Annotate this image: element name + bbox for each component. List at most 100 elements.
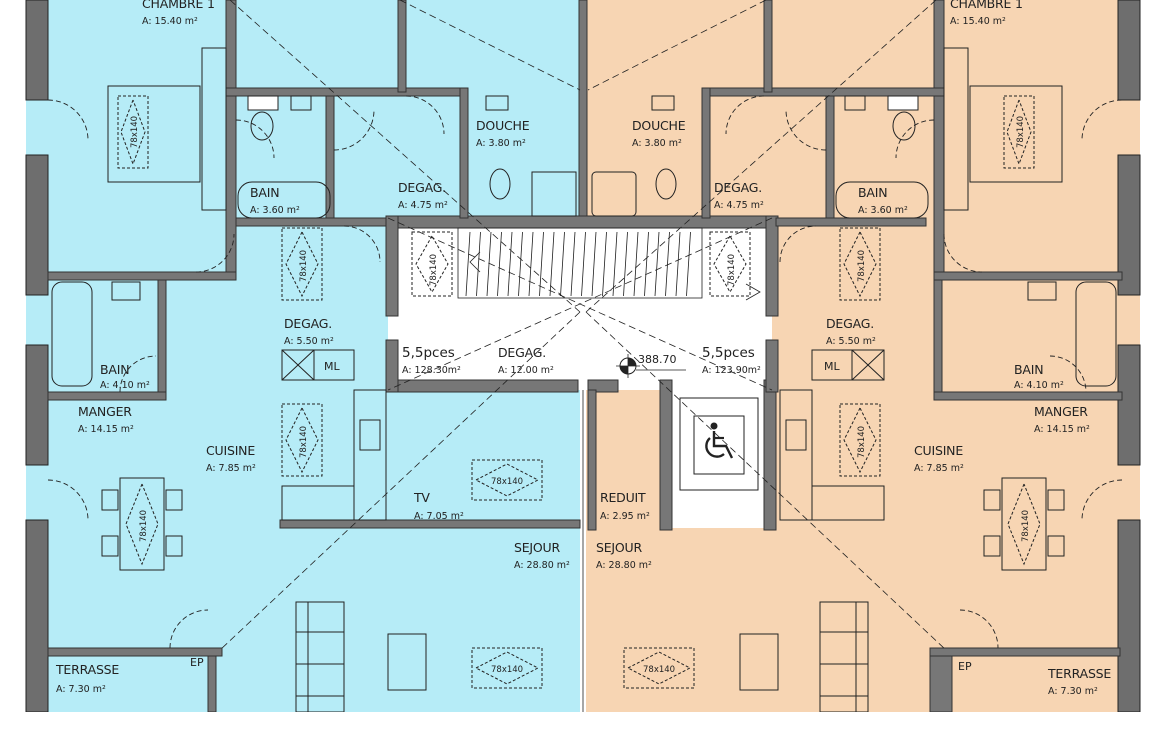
right-sejour-name: SEJOUR <box>596 540 643 555</box>
bed-label-dining-left: 78x140 <box>139 510 149 542</box>
left-cuisine-area: A: 7.85 m² <box>206 463 256 474</box>
core-elevation-label: 388.70 <box>638 353 677 366</box>
right-ml-label: ML <box>824 360 840 373</box>
ml-box-left <box>281 349 355 381</box>
core-wall-mid-left <box>385 339 399 393</box>
bed-label-left-1: 78x140 <box>299 250 309 282</box>
left-tv-area: A: 7.05 m² <box>414 511 464 522</box>
wall-l-g <box>47 271 237 281</box>
right-manger-name: MANGER <box>1034 404 1088 419</box>
bed-chambre-left <box>107 85 201 183</box>
right-reduit-name: REDUIT <box>600 490 646 505</box>
wall-r-l <box>929 655 953 713</box>
ext-wall-left-1 <box>25 0 49 101</box>
kitchen-counter-left <box>281 389 387 521</box>
core-lower-white <box>668 500 768 528</box>
wall-r-b <box>703 87 945 97</box>
ext-wall-right-3 <box>1117 344 1141 466</box>
stair-tread <box>570 231 576 297</box>
core-wall-left <box>385 215 399 317</box>
sofa-right <box>819 601 869 713</box>
stair-tread <box>644 231 649 297</box>
wardrobe-right-top <box>943 47 969 211</box>
left-tv-name: TV <box>413 490 430 505</box>
left-bain-lower-area: A: 4.10 m² <box>100 380 150 391</box>
core-wall-mid-right <box>765 339 779 393</box>
left-unit-name: 5,5pces <box>402 345 455 361</box>
stair-tread <box>539 231 544 297</box>
wall-r-f <box>775 217 927 227</box>
bed-symbol-sejour-right <box>623 647 695 689</box>
elevation-marker-icon <box>616 354 686 378</box>
left-degag-mid-area: A: 5.50 m² <box>284 336 334 347</box>
right-terrasse-name: TERRASSE <box>1047 666 1111 681</box>
wall-r-i <box>933 391 1123 401</box>
wall-r-h <box>933 279 943 393</box>
coffee-table-left <box>387 633 427 691</box>
right-chambre-name: CHAMBRE 1 <box>950 0 1023 11</box>
wall-r-d <box>825 95 835 222</box>
right-manger-area: A: 14.15 m² <box>1034 424 1090 435</box>
wall-l-i <box>47 391 167 401</box>
wall-l-a <box>225 0 237 281</box>
bed-label-dining-right: 78x140 <box>1021 510 1031 542</box>
bed-symbol-core-left <box>411 231 453 297</box>
left-unit-area-label: A: 128.30m² <box>402 365 461 376</box>
left-bain-upper-area: A: 3.60 m² <box>250 205 300 216</box>
left-sejour-area: A: 28.80 m² <box>514 560 570 571</box>
wall-l-l <box>207 655 217 713</box>
right-terrasse-area: A: 7.30 m² <box>1048 686 1098 697</box>
bed-label-chambre-left: 78x140 <box>130 116 140 148</box>
wall-r-g <box>933 271 1123 281</box>
right-degag-mid-name: DEGAG. <box>826 316 874 331</box>
right-unit-area-label: A: 123.90m² <box>702 365 761 376</box>
stair-tread <box>612 231 618 297</box>
bed-label-core-left: 78x140 <box>429 254 439 286</box>
left-terrasse-name: TERRASSE <box>55 662 119 677</box>
stair-tread <box>497 231 502 297</box>
bed-label-right-2: 78x140 <box>857 426 867 458</box>
bath-lower-right <box>1027 281 1117 387</box>
stair-tread <box>507 231 513 297</box>
right-unit-name: 5,5pces <box>702 345 755 361</box>
right-degag-mid-area: A: 5.50 m² <box>826 336 876 347</box>
left-degag-upper-name: DEGAG. <box>398 180 446 195</box>
right-degag-upper-name: DEGAG. <box>714 180 762 195</box>
bed-label-right-1: 78x140 <box>857 250 867 282</box>
right-chambre-area: A: 15.40 m² <box>950 16 1006 27</box>
wall-l-k <box>47 647 223 657</box>
wheelchair-icon <box>705 422 734 459</box>
core-degag-area: A: 12.00 m² <box>498 365 554 376</box>
right-bain-upper-area: A: 3.60 m² <box>858 205 908 216</box>
right-cuisine-name: CUISINE <box>914 443 963 458</box>
dining-table-left <box>101 477 183 571</box>
left-degag-upper-area: A: 4.75 m² <box>398 200 448 211</box>
elevator <box>679 397 759 491</box>
dining-table-right <box>983 477 1065 571</box>
elevator-wall-left <box>659 379 673 531</box>
ext-wall-right-4 <box>1117 519 1141 713</box>
right-reduit-area: A: 2.95 m² <box>600 511 650 522</box>
wall-r-c <box>701 87 711 219</box>
party-wall <box>578 0 588 219</box>
left-manger-area: A: 14.15 m² <box>78 424 134 435</box>
left-douche-area: A: 3.80 m² <box>476 138 526 149</box>
bed-symbol-left-1 <box>281 227 323 301</box>
dashed-diagonals <box>219 0 947 651</box>
wall-l-j <box>279 519 581 529</box>
left-bain-upper-name: BAIN <box>250 185 279 200</box>
right-douche-name: DOUCHE <box>632 118 686 133</box>
bed-label-tv-left: 78x140 <box>491 477 523 487</box>
staircase <box>457 227 703 299</box>
right-bain-lower-name: BAIN <box>1014 362 1043 377</box>
bed-label-core-right: 78x140 <box>727 254 737 286</box>
left-chambre-area: A: 15.40 m² <box>142 16 198 27</box>
right-douche-area: A: 3.80 m² <box>632 138 682 149</box>
stair-tread <box>633 231 639 297</box>
douche-right <box>591 95 677 217</box>
wardrobe-left-top <box>201 47 227 211</box>
bath-upper-right <box>835 95 929 219</box>
left-ep-label: EP <box>190 656 204 669</box>
ml-box-right <box>811 349 885 381</box>
